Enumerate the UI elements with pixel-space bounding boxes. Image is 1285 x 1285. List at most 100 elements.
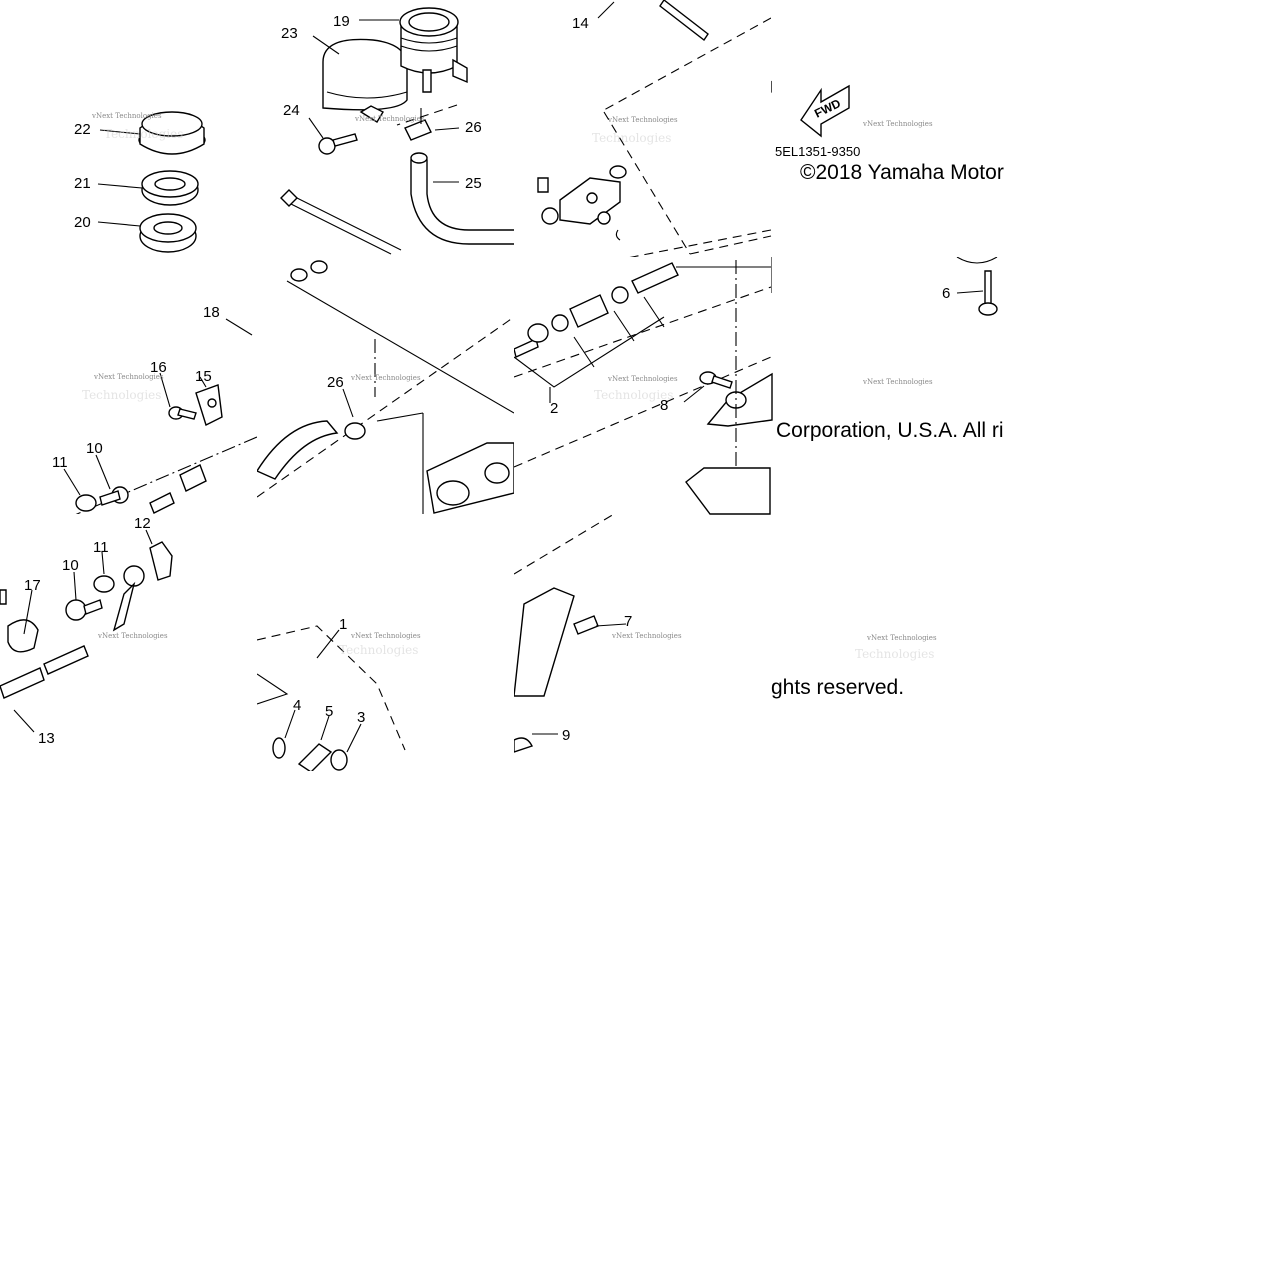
reservoir-hose-part — [410, 152, 514, 245]
diagram-tile-r1c3: 6 vNext Technologies — [771, 257, 1028, 514]
reservoir-cap-part — [138, 111, 206, 155]
diagram-tile-r1c0: 18 15 16 10 11 vNext Technologies Techno… — [0, 257, 257, 514]
bracket-part — [195, 384, 223, 426]
diagram-svg-r1c1: 26 vNext Technologies — [257, 260, 514, 514]
callout-10-top: 10 — [86, 440, 103, 457]
callout-7: 7 — [624, 613, 632, 630]
callout-19: 19 — [333, 13, 350, 30]
piston-assembly-part — [514, 262, 679, 358]
callout-12: 12 — [134, 515, 151, 532]
watermark-faint: Technologies — [592, 131, 671, 145]
part-code: 5EL1351-9350 — [775, 144, 860, 159]
callout-26-mid: 26 — [327, 374, 344, 391]
diagram-tile-r0c1: 23 19 24 26 25 vNext Technologies — [257, 0, 514, 257]
watermark: vNext Technologies — [93, 373, 164, 381]
callout-16: 16 — [150, 359, 167, 376]
hose-guide-part — [149, 541, 173, 581]
hose-clamp-part — [344, 422, 366, 440]
callout-6: 6 — [942, 285, 950, 302]
master-cylinder-base-part — [514, 587, 599, 697]
callout-10-bottom: 10 — [62, 557, 79, 574]
callout-20: 20 — [74, 214, 91, 231]
cable-tie-part — [280, 189, 298, 207]
watermark-faint: Technologies — [104, 127, 183, 141]
cable-tie-part — [659, 0, 709, 42]
watermark: vNext Technologies — [607, 375, 678, 383]
wave-washer-part — [609, 165, 627, 179]
diagram-tile-r2c1: 1 4 5 3 vNext Technologies Technologies — [257, 514, 514, 771]
callout-15: 15 — [195, 368, 212, 385]
callout-25: 25 — [465, 175, 482, 192]
callout-14: 14 — [572, 15, 589, 32]
fwd-arrow: FWD — [800, 84, 850, 138]
diagram-svg-r1c0: 18 15 16 10 11 vNext Technologies Techno… — [52, 304, 257, 514]
diagram-tile-r0c0: 22 21 20 vNext Technologies Technologies — [0, 0, 257, 257]
screw-part — [318, 133, 358, 155]
callout-21: 21 — [74, 175, 91, 192]
watermark-faint: Technologies — [339, 643, 418, 657]
watermark: vNext Technologies — [97, 632, 168, 640]
watermark: vNext Technologies — [611, 632, 682, 640]
clevis-yoke-part — [537, 177, 621, 241]
callout-11-bottom: 11 — [93, 539, 109, 556]
banjo-fitting-part — [112, 565, 145, 632]
watermark-faint: Technologies — [82, 388, 161, 402]
callout-9: 9 — [562, 727, 570, 744]
o-ring-part — [272, 737, 286, 759]
diaphragm-plate-part — [139, 213, 197, 253]
union-bolt-part — [65, 599, 103, 621]
brake-hose-part — [0, 645, 89, 699]
callout-2: 2 — [550, 400, 558, 417]
watermark: vNext Technologies — [91, 112, 162, 120]
diagram-svg-r0c0: 22 21 20 vNext Technologies Technologies — [74, 111, 206, 253]
hose-joint-part — [297, 743, 333, 771]
watermark: vNext Technologies — [866, 634, 937, 642]
callout-23: 23 — [281, 25, 298, 42]
screw-part — [978, 270, 998, 316]
diagram-svg-r0c1: 23 19 24 26 25 vNext Technologies — [280, 7, 514, 255]
diagram-svg-r0c3: FWD 5EL1351-9350 vNext Technologies — [771, 80, 933, 159]
hose-clamp-part — [404, 108, 432, 141]
diagram-tile-r2c0: 12 11 10 17 11 13 vNext Technologies — [0, 514, 257, 771]
diagram-svg-r2c1: 1 4 5 3 vNext Technologies Technologies — [257, 616, 421, 771]
watermark: vNext Technologies — [350, 632, 421, 640]
watermark-faint: Technologies — [855, 647, 934, 661]
hose-clamp-part — [0, 589, 39, 653]
diagram-svg-r2c2: 7 9 vNext Technologies — [514, 514, 682, 753]
diagram-svg-r0c2: 14 vNext Technologies Technologies — [537, 0, 771, 257]
callout-22: 22 — [74, 121, 91, 138]
watermark: vNext Technologies — [354, 115, 425, 123]
diaphragm-part — [141, 170, 199, 206]
master-cylinder-body-part — [426, 442, 514, 514]
callout-4: 4 — [293, 697, 301, 714]
reservoir-cover-part — [322, 38, 408, 123]
watermark: vNext Technologies — [607, 116, 678, 124]
bolt-part — [168, 406, 197, 420]
watermark: vNext Technologies — [862, 378, 933, 386]
diagram-svg-r2c3: vNext Technologies Technologies — [855, 634, 937, 661]
copyright-line-2: Corporation, U.S.A. All ri — [776, 420, 1004, 441]
callout-18: 18 — [203, 304, 220, 321]
diagram-tile-r1c2: 2 vNext Technologies Technologies — [514, 257, 771, 514]
diagram-svg-r1c3: 6 vNext Technologies — [771, 257, 998, 386]
copper-washer-part — [93, 575, 115, 593]
callout-3: 3 — [357, 709, 365, 726]
callout-24: 24 — [283, 102, 300, 119]
clip-part — [514, 737, 533, 753]
diagram-tile-r0c2: 14 vNext Technologies Technologies — [514, 0, 771, 257]
diagram-svg-r2c0: 12 11 10 17 11 13 vNext Technologies — [0, 515, 173, 747]
callout-17: 17 — [24, 577, 41, 594]
diagram-tile-r2c3: vNext Technologies Technologies — [771, 514, 1028, 771]
copper-washer-part — [75, 494, 97, 512]
callout-13: 13 — [38, 730, 55, 747]
hose-part — [257, 260, 339, 480]
reservoir-tank-part — [399, 7, 468, 93]
union-bolt-part — [99, 486, 129, 506]
callout-1: 1 — [339, 616, 347, 633]
callout-26-top: 26 — [465, 119, 482, 136]
watermark: vNext Technologies — [862, 120, 933, 128]
circlip-part — [330, 749, 348, 771]
watermark-faint: Technologies — [594, 388, 673, 402]
copyright-line-1: ©2018 Yamaha Motor — [800, 162, 1004, 183]
callout-5: 5 — [325, 703, 333, 720]
